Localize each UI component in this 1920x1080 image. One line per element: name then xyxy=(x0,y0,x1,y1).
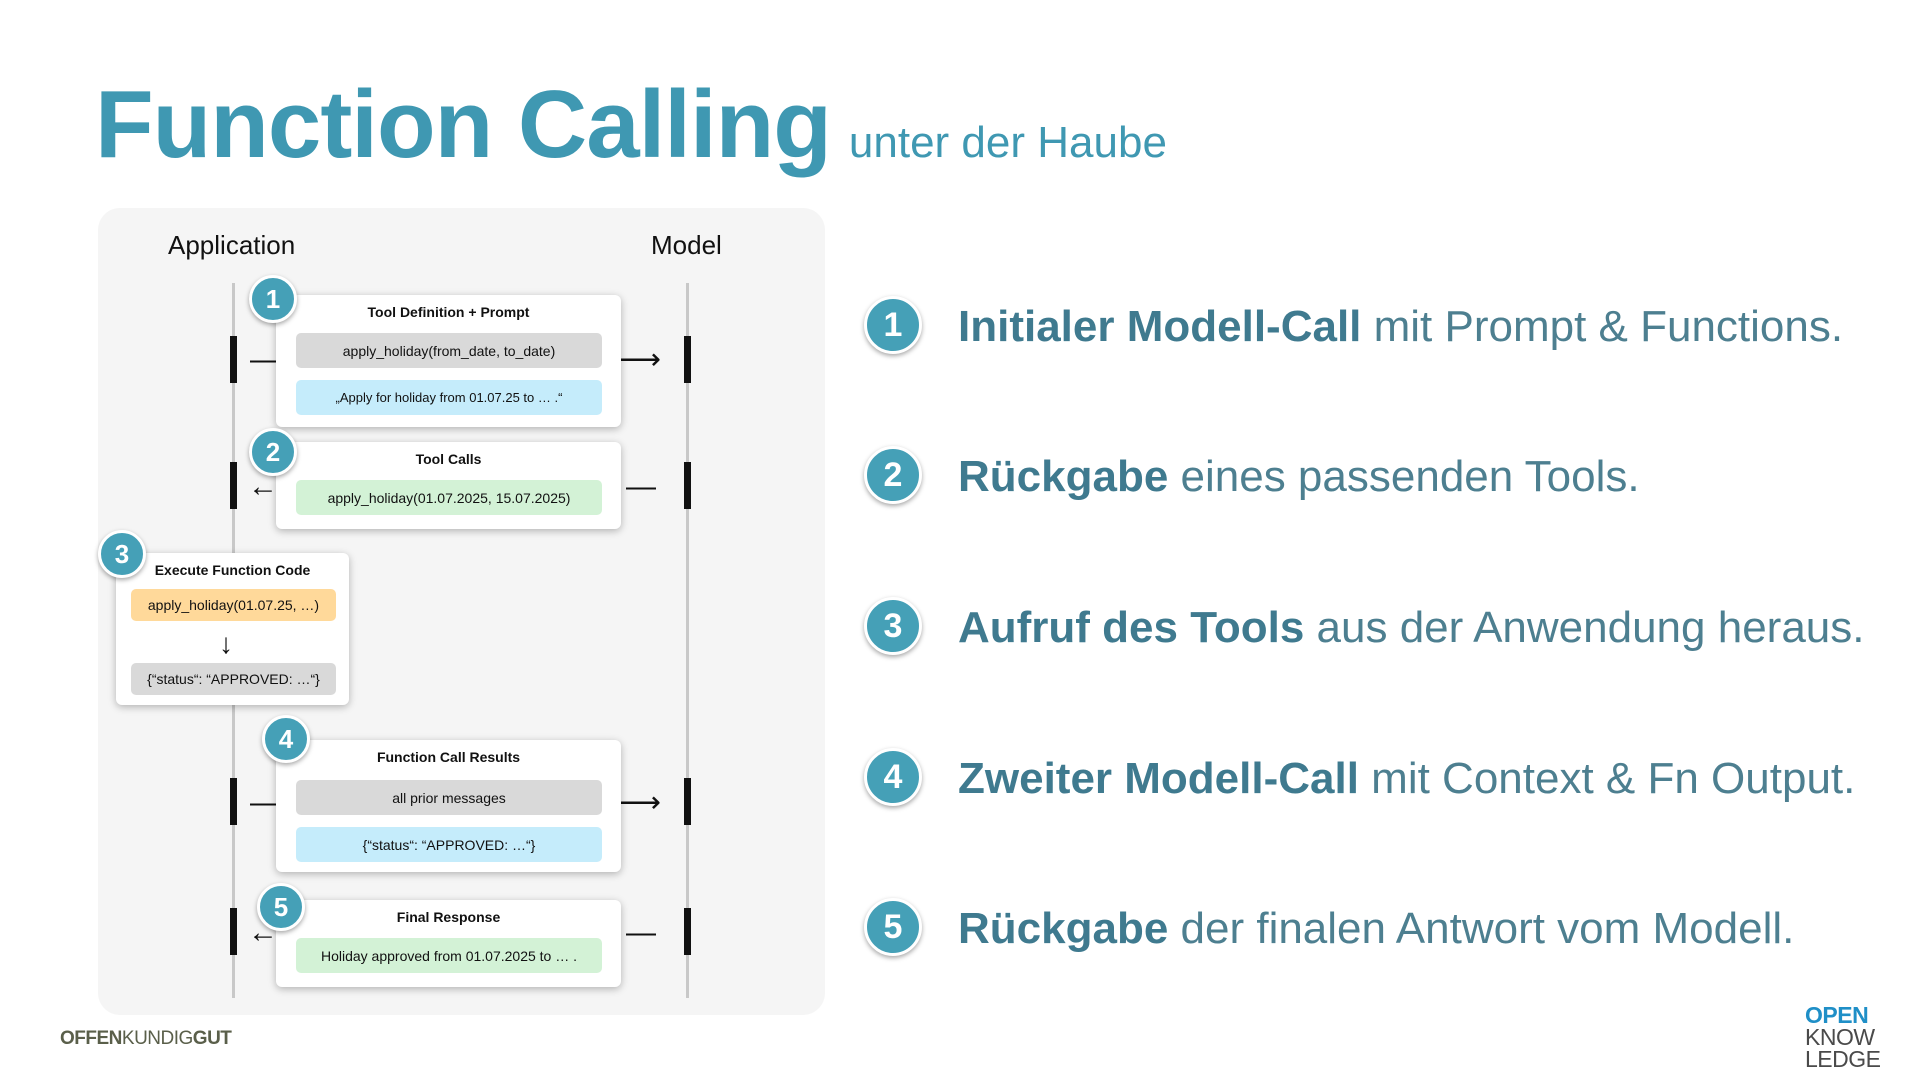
slogan-part: GUT xyxy=(192,1028,232,1049)
step-list-item-rest: der finalen Antwort vom Modell. xyxy=(1168,904,1795,953)
logo-line: LEDGE xyxy=(1805,1046,1881,1072)
lane-label-application: Application xyxy=(168,230,296,260)
step-list-item-bold: Zweiter Modell-Call xyxy=(958,754,1359,803)
step-badge-1: 1 xyxy=(249,275,297,323)
step-list-badge-2: 2 xyxy=(864,446,922,504)
lane-label-model: Model xyxy=(651,230,722,260)
step-list-badge-3: 3 xyxy=(864,597,922,655)
step-list-badge-4: 4 xyxy=(864,748,922,806)
model-lifeline xyxy=(686,283,689,998)
step-list-item-3: Aufruf des Tools aus der Anwendung herau… xyxy=(958,603,1864,653)
activation-bar xyxy=(684,908,691,955)
arrow-down-icon: ↓ xyxy=(219,628,233,659)
tool-call-pill: apply_holiday(01.07.2025, 15.07.2025) xyxy=(296,480,602,515)
arrow-right-icon: ⟶ xyxy=(618,343,662,376)
step-list-item-rest: eines passenden Tools. xyxy=(1168,452,1640,501)
activation-bar xyxy=(684,778,691,825)
arrow-stub: — xyxy=(626,916,656,949)
arrow-left-icon: ← xyxy=(248,470,278,503)
step-list-item-rest: aus der Anwendung heraus. xyxy=(1304,603,1865,652)
title-subtitle: unter der Haube xyxy=(848,118,1167,167)
step-list-badge-1: 1 xyxy=(864,296,922,354)
prompt-pill: „Apply for holiday from 01.07.25 to … .“ xyxy=(296,380,602,415)
step-list-item-bold: Rückgabe xyxy=(958,452,1169,501)
arrow-stub: — xyxy=(250,786,280,819)
step-list-item-bold: Rückgabe xyxy=(958,904,1169,953)
footer-slogan: OFFENKUNDIGGUT xyxy=(60,1028,232,1050)
activation-bar xyxy=(230,462,237,509)
step-badge-4: 4 xyxy=(262,715,310,763)
final-response-pill: Holiday approved from 01.07.2025 to … . xyxy=(296,938,602,973)
card-title: Tool Definition + Prompt xyxy=(367,304,530,320)
step-list-item-5: Rückgabe der finalen Antwort vom Modell. xyxy=(958,904,1794,954)
card-title: Final Response xyxy=(396,909,501,925)
page-title: Function Calling unter der Haube xyxy=(95,70,1167,180)
activation-bar xyxy=(684,336,691,383)
step-list-item-2: Rückgabe eines passenden Tools. xyxy=(958,452,1640,502)
step-list-item-rest: mit Context & Fn Output. xyxy=(1358,754,1856,803)
step-list-badge-5: 5 xyxy=(864,898,922,956)
step-list-item-1: Initialer Modell-Call mit Prompt & Funct… xyxy=(958,302,1843,352)
card-execute-function: Execute Function Code apply_holiday(01.0… xyxy=(116,553,349,705)
step-badge-2: 2 xyxy=(249,428,297,476)
arrow-stub: — xyxy=(250,343,280,376)
step-list-item-bold: Aufruf des Tools xyxy=(958,603,1305,652)
activation-bar xyxy=(230,908,237,955)
card-tool-definition: Tool Definition + Prompt apply_holiday(f… xyxy=(276,295,621,427)
open-knowledge-logo: OPEN KNOW LEDGE xyxy=(1805,1002,1881,1072)
step-list-item-4: Zweiter Modell-Call mit Context & Fn Out… xyxy=(958,754,1855,804)
activation-bar xyxy=(684,462,691,509)
activation-bar xyxy=(230,336,237,383)
card-title: Tool Calls xyxy=(415,451,482,467)
slogan-part: KUNDIG xyxy=(121,1028,193,1049)
arrow-stub: — xyxy=(626,470,656,503)
card-title: Execute Function Code xyxy=(154,562,311,578)
function-execution-pill: apply_holiday(01.07.25, …) xyxy=(131,589,336,621)
step-list-item-bold: Initialer Modell-Call xyxy=(958,302,1362,351)
sequence-diagram-panel: Application Model — ⟶ Tool Definition + … xyxy=(98,208,825,1015)
slogan-part: OFFEN xyxy=(60,1028,122,1049)
logo-line: OPEN xyxy=(1805,1002,1869,1028)
card-function-call-results: Function Call Results all prior messages… xyxy=(276,740,621,872)
activation-bar xyxy=(230,778,237,825)
arrow-right-icon: ⟶ xyxy=(618,786,662,819)
prior-messages-pill: all prior messages xyxy=(296,780,602,815)
function-output-pill: {“status“: “APPROVED: …“} xyxy=(296,827,602,862)
logo-line: KNOW xyxy=(1805,1024,1875,1050)
title-main: Function Calling xyxy=(95,71,832,178)
step-badge-5: 5 xyxy=(257,883,305,931)
step-list-item-rest: mit Prompt & Functions. xyxy=(1361,302,1844,351)
card-tool-calls: Tool Calls apply_holiday(01.07.2025, 15.… xyxy=(276,442,621,529)
card-final-response: Final Response Holiday approved from 01.… xyxy=(276,900,621,987)
card-title: Function Call Results xyxy=(376,749,521,765)
step-badge-3: 3 xyxy=(98,530,146,578)
function-result-pill: {“status“: “APPROVED: …“} xyxy=(131,663,336,695)
function-definition-pill: apply_holiday(from_date, to_date) xyxy=(296,333,602,368)
